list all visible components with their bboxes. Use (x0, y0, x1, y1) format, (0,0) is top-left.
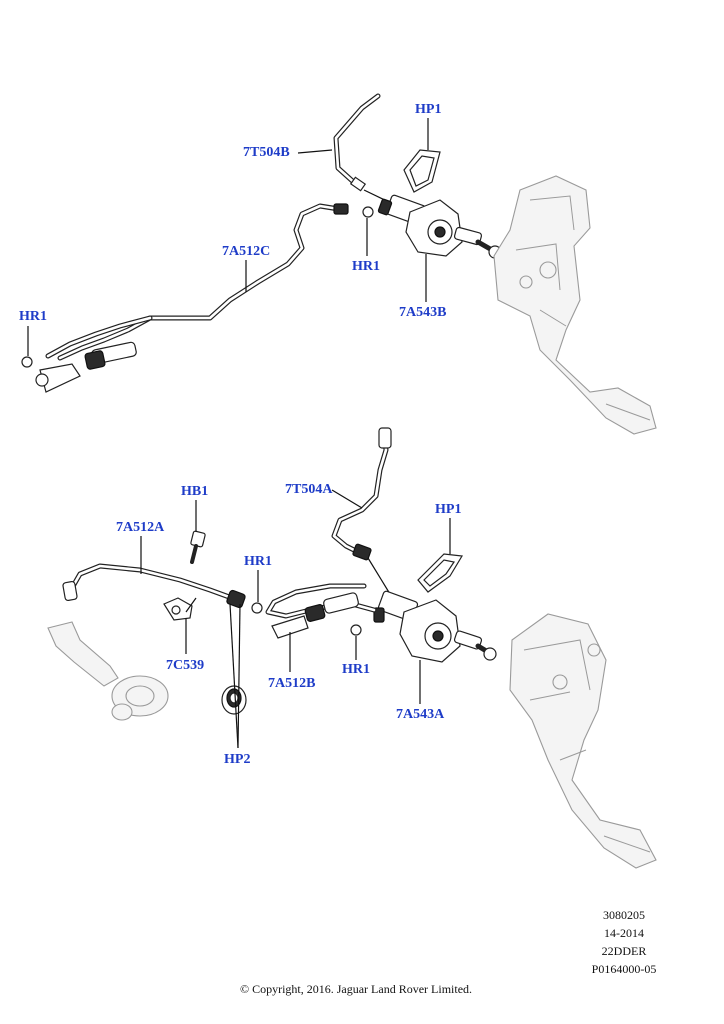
pedal-box-top (493, 175, 657, 435)
label-7a512a: 7A512A (116, 520, 165, 535)
clip-hr1-bottom-upper (251, 602, 263, 614)
pedal-box-bottom (509, 613, 657, 869)
slave-cylinder-ghost (47, 621, 169, 721)
label-7t504b: 7T504B (243, 145, 290, 160)
copyright-footer: © Copyright, 2016. Jaguar Land Rover Lim… (239, 982, 473, 996)
label-hr1-top-mid: HR1 (352, 259, 380, 274)
clip-hr1-top-mid (362, 206, 374, 218)
clip-hr1-top-left (21, 356, 33, 368)
label-7t504a: 7T504A (285, 482, 333, 497)
master-cylinder-7a543a (373, 590, 497, 663)
clip-hr1-bottom-lower (350, 624, 362, 636)
label-7a543b: 7A543B (399, 305, 447, 320)
label-hb1: HB1 (181, 484, 209, 499)
leader-lines-top (27, 118, 429, 356)
label-hr1-bottom-lower: HR1 (342, 662, 370, 677)
info-line-2: 14-2014 (604, 926, 644, 940)
label-hr1-bottom-upper: HR1 (244, 554, 272, 569)
hose-7t504a (331, 427, 392, 595)
grommet-hp2 (221, 685, 247, 715)
label-hr1-top-left: HR1 (19, 309, 47, 324)
seal-hp1-bottom (417, 553, 463, 593)
pipe-7a512a (62, 563, 246, 609)
pipe-7a512c (35, 203, 349, 393)
label-7c539: 7C539 (166, 658, 205, 673)
label-7a512c: 7A512C (222, 244, 271, 259)
label-hp2: HP2 (224, 752, 251, 767)
label-hp1-bottom: HP1 (435, 502, 462, 517)
info-line-3: 22DDER (601, 944, 647, 958)
label-7a543a: 7A543A (396, 707, 445, 722)
label-hp1-top: HP1 (415, 102, 442, 117)
bolt-hb1 (190, 530, 206, 564)
label-7a512b: 7A512B (268, 676, 316, 691)
info-line-4: P0164000-05 (591, 962, 657, 976)
bracket-7c539 (163, 597, 197, 621)
pipe-7a512b (265, 583, 377, 639)
info-line-1: 3080205 (603, 908, 645, 922)
hose-7t504b (333, 93, 396, 206)
leader-lines-bottom (140, 489, 451, 749)
master-cylinder-7a543b (377, 194, 502, 259)
info-block: 3080205 14-2014 22DDER P0164000-05 (574, 906, 674, 978)
seal-hp1-top (403, 149, 441, 193)
